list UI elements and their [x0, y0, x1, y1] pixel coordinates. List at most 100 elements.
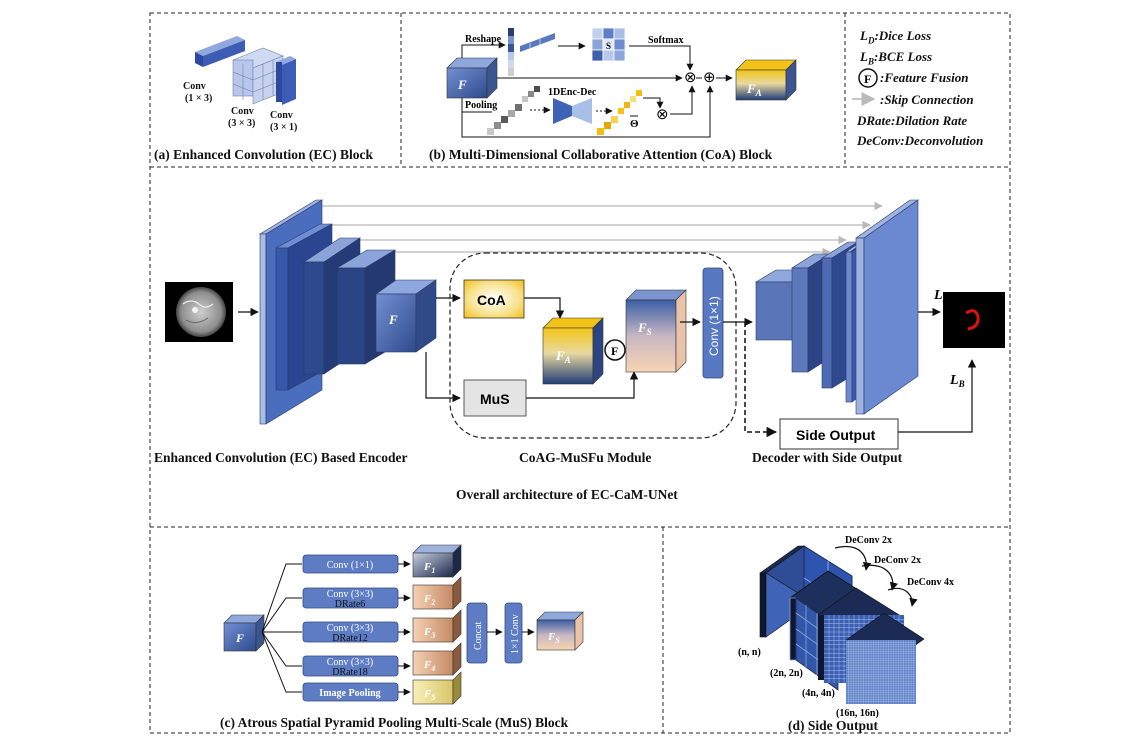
ec-conv2-size: (3 × 3) [228, 118, 255, 129]
main-conv11-box [702, 267, 724, 379]
svg-text:Conv (1 × 3) Conv: Conv (1 × 3) Conv (3 × 3) Conv (3 × 1) [183, 81, 297, 133]
mus-f2-sub: 2 [430, 598, 435, 607]
panel-frames [149, 12, 1011, 734]
input-ct-image [165, 282, 233, 342]
module-label: CoAG-MuSFu Module [519, 450, 652, 465]
svg-text:F1: F1 [423, 561, 435, 575]
coa-gold-vector [597, 90, 642, 135]
conv-3x1-column [276, 56, 296, 105]
main-coa-label: CoA [477, 292, 506, 308]
svg-text:LD: LD [933, 288, 950, 304]
svg-text:F4: F4 [423, 659, 435, 673]
legend-ld-text: :Dice Loss [874, 28, 932, 43]
mus-f5-sub: 5 [431, 693, 435, 702]
conv-1x3-slab [195, 36, 245, 67]
coa-encdec-label: 1DEnc-Dec [548, 87, 597, 98]
legend-drate: DRate:Dilation Rate [857, 113, 968, 128]
encoder-blocks [258, 199, 437, 425]
mus-conv-label: 1×1 Conv [510, 614, 521, 654]
mus-f1-sub: 1 [431, 566, 435, 575]
side-output-drawing: DeConv 2x DeConv 2x DeConv 4x (n, n) (2n… [738, 535, 954, 719]
coa-input-cube: F [446, 57, 498, 99]
caption-a: (a) Enhanced Convolution (EC) Block [154, 147, 374, 162]
mus-branch-4-rate: DRate18 [332, 667, 368, 678]
main-ff-symbol: F [611, 344, 618, 358]
side-output-label: Side Output [796, 427, 876, 443]
legend-lb: L [860, 49, 868, 64]
coa-reshape-column [508, 28, 555, 76]
mus-f3-label: F [423, 626, 432, 638]
side-size-1: (n, n) [738, 647, 761, 658]
coa-s-matrix: S [591, 27, 626, 62]
mus-f4-sub: 4 [430, 664, 435, 673]
main-mus-box [463, 379, 527, 417]
svg-text:F2: F2 [423, 593, 435, 607]
main-lb: L [949, 373, 959, 388]
svg-text:FS: FS [547, 631, 560, 645]
main-caption: Overall architecture of EC-CaM-UNet [456, 487, 678, 502]
mus-f-in: F [235, 631, 244, 645]
side-deconv-2: DeConv 2x [874, 555, 921, 566]
encoder-label: Enhanced Convolution (EC) Based Encoder [154, 450, 408, 465]
coa-pooling-label: Pooling [465, 100, 497, 111]
ec-conv1-name: Conv [183, 81, 206, 92]
mus-branch-5-label: Image Pooling [319, 688, 380, 699]
mus-input-cube [223, 614, 265, 652]
caption-d: (d) Side Output [788, 718, 879, 733]
ec-conv2-name: Conv [231, 106, 254, 117]
main-ld-sub: D [942, 294, 950, 304]
legend-lb-text: :BCE Loss [873, 49, 933, 64]
coa-block-drawing: F Reshape S Softmax ⊗ ⊕ [446, 27, 797, 138]
main-f-label: F [388, 312, 398, 327]
conv-3x3-grid [232, 47, 284, 105]
mus-branch-1-label: Conv (1×1) [327, 560, 373, 571]
main-lb-sub: B [958, 379, 965, 389]
legend-skip: :Skip Connection [880, 92, 974, 107]
mus-f2-label: F [423, 593, 432, 605]
svg-text:FS: FS [637, 320, 652, 337]
mus-block-drawing: F Conv (1×1) Conv (3×3) DRate6 Conv (3×3… [223, 544, 584, 705]
mus-branch-2-rate: DRate6 [335, 599, 366, 610]
main-conv11-label: Conv (1×1) [707, 296, 721, 356]
svg-text:F5: F5 [423, 688, 435, 702]
mus-branch-3-rate: DRate12 [332, 633, 368, 644]
mus-f4-label: F [423, 659, 432, 671]
legend-ff-symbol: F [864, 72, 871, 86]
mus-conv-box [504, 602, 523, 664]
coa-reshape-label: Reshape [465, 34, 502, 45]
ec-block-drawing: Conv (1 × 3) Conv (3 × 3) Conv (3 × 1) [183, 36, 297, 133]
svg-text:F3: F3 [423, 626, 435, 640]
main-fa-sub: A [564, 355, 571, 365]
mus-f5-label: F [423, 688, 432, 700]
coa-fa-label: F [746, 81, 756, 96]
decoder-label: Decoder with Side Output [752, 450, 903, 465]
caption-b: (b) Multi-Dimensional Collaborative Atte… [429, 147, 773, 162]
coa-enc-dec: 1DEnc-Dec [548, 87, 597, 124]
legend-dice: LD:Dice Loss [860, 28, 931, 46]
legend-bce: LB:BCE Loss [860, 49, 932, 67]
main-fs-cube [625, 289, 687, 373]
mus-f1-label: F [423, 561, 432, 573]
mus-f4-cube [412, 650, 454, 676]
legend-ld-sub: D [867, 35, 875, 46]
coa-otimes-1: ⊗ [684, 70, 697, 86]
legend-ld: L [860, 28, 868, 43]
mus-branch-2-label: Conv (3×3) [327, 589, 373, 600]
legend-lb-sub: B [867, 56, 874, 67]
ec-conv3-size: (3 × 1) [270, 122, 297, 133]
coa-softmax-label: Softmax [648, 35, 684, 46]
mus-f5-cube [412, 679, 454, 705]
mus-fs-label: F [547, 631, 556, 643]
side-output-box [779, 418, 899, 450]
caption-c: (c) Atrous Spatial Pyramid Pooling Multi… [220, 715, 569, 730]
legend-deconv: DeConv:Deconvolution [857, 133, 984, 148]
coa-s-label: S [606, 41, 611, 51]
coa-fa-sub: A [755, 88, 762, 98]
coa-fa-cube: FA [735, 59, 797, 101]
side-deconv-3: DeConv 4x [907, 577, 954, 588]
mus-f3-cube [412, 617, 454, 643]
ec-conv3-name: Conv [270, 110, 293, 121]
mus-f3-sub: 3 [430, 631, 435, 640]
svg-text:FA: FA [746, 81, 762, 98]
